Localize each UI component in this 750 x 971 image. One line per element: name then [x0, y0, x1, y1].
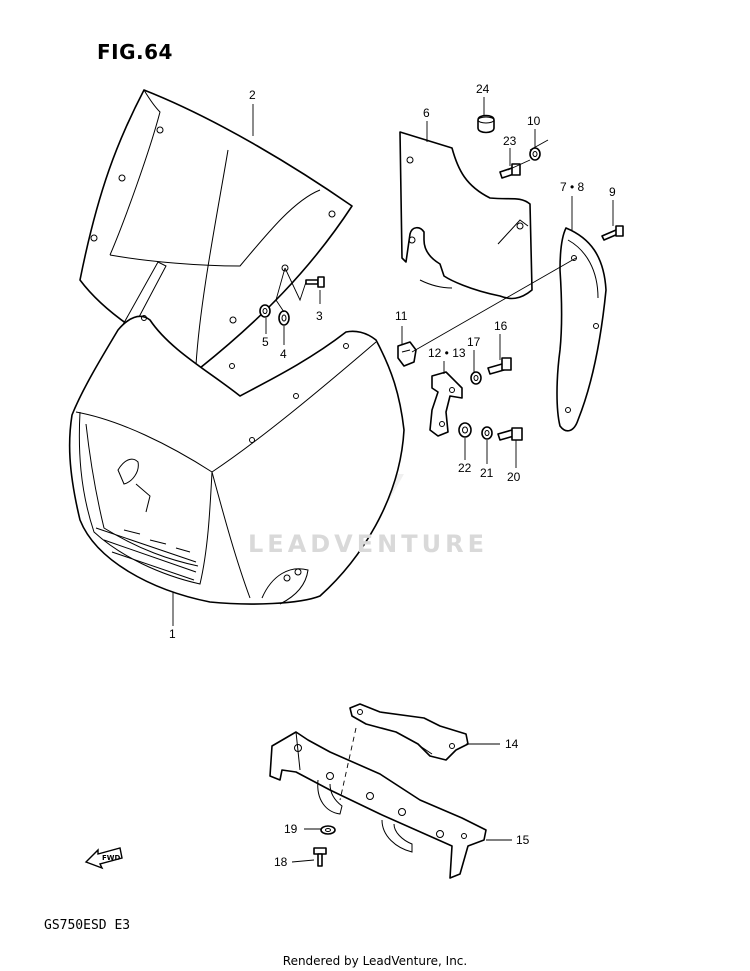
- watermark-text: LEADVENTURE: [248, 530, 488, 558]
- callout-2: 2: [249, 88, 256, 102]
- callout-20: 20: [507, 470, 521, 484]
- callout-16: 16: [494, 319, 508, 333]
- leader-lines: [172, 97, 614, 863]
- stay-plate-part[interactable]: [399, 131, 533, 300]
- callout-17: 17: [467, 335, 481, 349]
- clip-nut-11-part[interactable]: [397, 341, 417, 367]
- bolt-20-part[interactable]: [497, 427, 523, 441]
- bolt-16-part[interactable]: [487, 357, 512, 375]
- washer-21-part[interactable]: [481, 426, 493, 440]
- washer-22-part[interactable]: [458, 422, 472, 438]
- callout-11: 11: [395, 309, 408, 323]
- fwd-label: FWD: [102, 854, 121, 862]
- callout-21: 21: [480, 466, 494, 480]
- figure-title: FIG.64: [97, 40, 173, 64]
- callout-24: 24: [476, 82, 490, 96]
- fwd-arrow-icon: FWD: [84, 847, 123, 870]
- callout-18: 18: [274, 855, 288, 869]
- assembly-lines: [411, 139, 577, 353]
- cap-24-part[interactable]: [477, 114, 495, 134]
- nut-10-part[interactable]: [529, 147, 541, 161]
- windscreen-fastener-leads: [275, 267, 307, 313]
- callout-6: 6: [423, 106, 430, 120]
- callout-23: 23: [503, 134, 517, 148]
- callout-4: 4: [280, 347, 287, 361]
- upper-cowling-part[interactable]: [68, 315, 405, 605]
- bracket-dashed-leader: [339, 727, 357, 801]
- callout-14: 14: [505, 737, 519, 751]
- callout-1: 1: [169, 627, 176, 641]
- screw-9-part[interactable]: [601, 225, 624, 241]
- callout-numbers: 2 6 24 10 23 7 • 8 9 3 4 5 11 12 • 13 16…: [169, 82, 616, 869]
- washer-4-part[interactable]: [278, 310, 290, 326]
- bracket-15-part[interactable]: [269, 731, 487, 879]
- bracket-12-13-part[interactable]: [429, 371, 463, 437]
- callout-10: 10: [527, 114, 541, 128]
- windscreen-part[interactable]: [79, 89, 353, 369]
- side-panel-part[interactable]: [556, 227, 607, 432]
- washer-19-part[interactable]: [320, 825, 336, 835]
- footer-credit: Rendered by LeadVenture, Inc.: [282, 954, 468, 968]
- screw-3-part[interactable]: [305, 276, 325, 288]
- callout-5: 5: [262, 335, 269, 349]
- callout-19: 19: [284, 822, 298, 836]
- callout-3: 3: [316, 309, 323, 323]
- callout-7-8: 7 • 8: [560, 180, 585, 194]
- callout-12-13: 12 • 13: [428, 346, 466, 360]
- grommet-5-part[interactable]: [259, 304, 271, 318]
- model-code: GS750ESD E3: [44, 918, 131, 933]
- bolt-23-part[interactable]: [499, 163, 521, 179]
- washer-17-part[interactable]: [470, 371, 482, 385]
- bolt-18-part[interactable]: [313, 847, 327, 867]
- callout-9: 9: [609, 185, 616, 199]
- callout-15: 15: [516, 833, 530, 847]
- callout-22: 22: [458, 461, 472, 475]
- bracket-14-part[interactable]: [349, 703, 469, 761]
